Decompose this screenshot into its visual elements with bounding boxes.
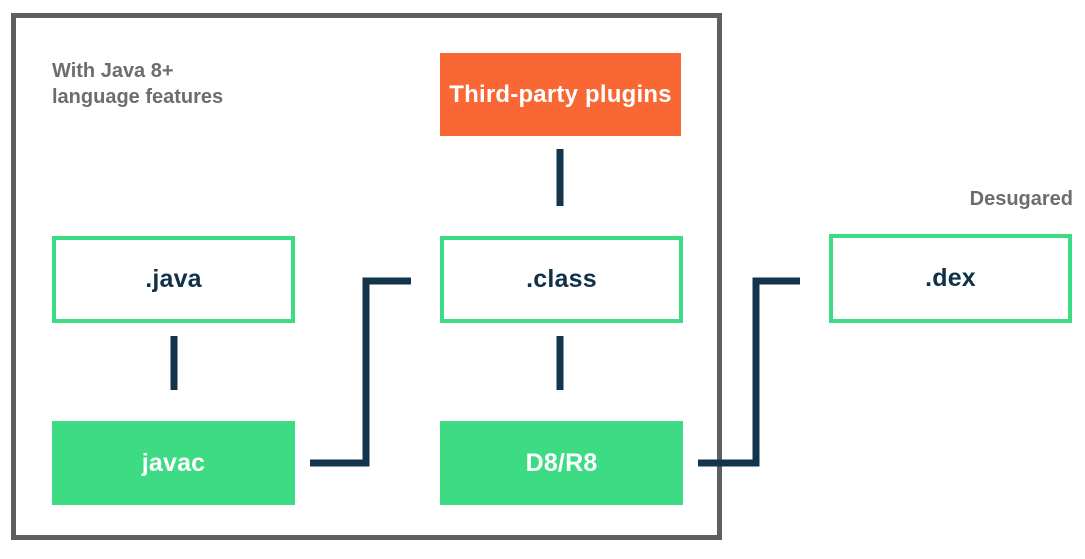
node-third-party-plugins[interactable]: Third-party plugins xyxy=(440,53,681,136)
node-java-source[interactable]: .java xyxy=(52,236,295,323)
desugaring-pipeline-group xyxy=(11,13,722,540)
caption-java8-language-features: With Java 8+ language features xyxy=(52,60,224,108)
edge-plugins-to-class xyxy=(556,149,564,206)
node-dex-file[interactable]: .dex xyxy=(829,234,1072,323)
edge-javac-to-class xyxy=(310,277,411,467)
node-d8r8[interactable]: D8/R8 xyxy=(440,421,683,505)
edge-class-to-d8r8 xyxy=(556,336,564,390)
node-class-file[interactable]: .class xyxy=(440,236,683,323)
node-javac[interactable]: javac xyxy=(52,421,295,505)
edge-d8r8-to-dex xyxy=(698,277,800,467)
caption-desugared: Desugared xyxy=(969,188,1073,210)
edge-java-to-javac xyxy=(170,336,178,390)
